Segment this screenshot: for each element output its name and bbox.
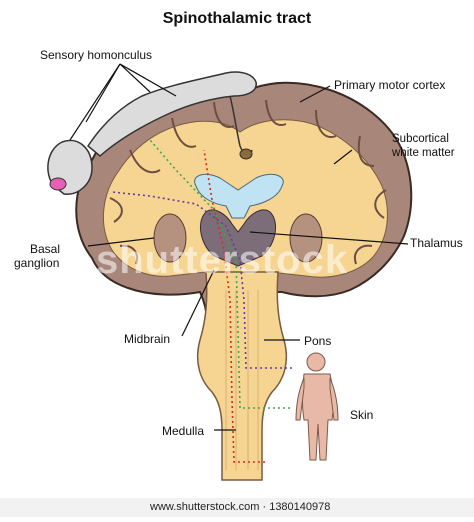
label-thalamus: Thalamus (410, 236, 463, 250)
watermark: shutterstock (96, 238, 349, 282)
thalamus (199, 209, 277, 267)
label-primary-motor-cortex: Primary motor cortex (334, 78, 446, 92)
pathway-green (149, 139, 290, 409)
label-ganglion-line2: ganglion (14, 256, 60, 270)
label-skin: Skin (350, 408, 374, 422)
diagram-title: Spinothalamic tract (162, 10, 312, 27)
leader-lines (69, 63, 409, 431)
footer-text: www.shutterstock.com · 1380140978 (150, 501, 331, 513)
lateral-ventricles (194, 173, 284, 219)
pathway-red (203, 149, 265, 463)
brainstem-striations (225, 290, 259, 470)
label-subcortical-line1: Subcortical (392, 133, 449, 145)
gyri-folds (109, 99, 387, 265)
sensory-homunculus-figure (47, 71, 257, 195)
label-midbrain: Midbrain (124, 332, 171, 346)
label-pons: Pons (304, 334, 332, 348)
footer-bar: www.shutterstock.com · 1380140978 (0, 498, 474, 517)
skin-figure (295, 352, 339, 461)
label-white-matter-line2: white matter (392, 147, 455, 159)
label-basal-line1: Basal (30, 242, 61, 256)
label-medulla: Medulla (162, 424, 205, 438)
brainstem (196, 271, 288, 481)
label-sensory-homunculus: Sensory homonculus (40, 48, 153, 62)
